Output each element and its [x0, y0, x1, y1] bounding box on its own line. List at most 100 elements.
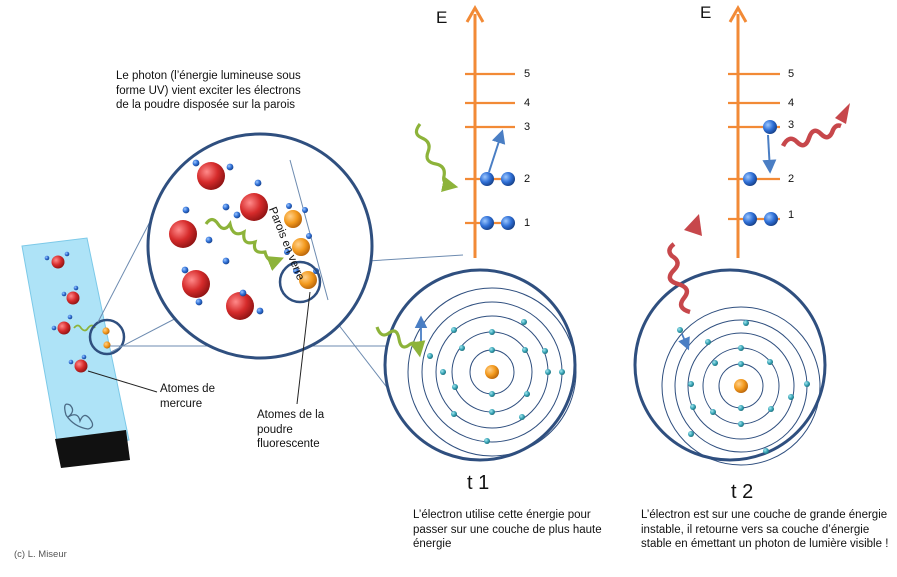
shell-electron	[710, 409, 716, 415]
mercury-atom	[240, 193, 268, 221]
electron	[764, 212, 778, 226]
shell-electron	[688, 381, 694, 387]
time-label-t2: t 2	[731, 481, 754, 503]
uv-photon	[375, 326, 426, 358]
shell-electron	[524, 391, 530, 397]
zoom-circle-mercury	[146, 132, 374, 360]
shell-electron	[788, 394, 794, 400]
electron	[302, 207, 308, 213]
electron	[181, 266, 189, 274]
phosphor-atom	[299, 271, 317, 289]
shell-electron	[688, 431, 694, 437]
electron	[51, 325, 57, 331]
phosphor-atom	[102, 327, 110, 335]
level-1-label-t1: 1	[524, 217, 531, 229]
shell-electron	[705, 339, 711, 345]
nucleus	[734, 379, 748, 393]
glass-wall-line	[289, 159, 329, 301]
electron	[239, 289, 247, 297]
shell-electron	[677, 327, 683, 333]
level-1-label-t2: 1	[788, 209, 795, 221]
energy-diagram-t1	[414, 4, 515, 258]
shell-electron	[763, 448, 769, 454]
mercury-atom	[182, 270, 210, 298]
level-3-label-t1: 3	[524, 121, 531, 133]
mercury-atom	[74, 359, 88, 373]
electron	[222, 203, 230, 211]
level-5-label-t1: 5	[524, 68, 531, 80]
shell-electron	[521, 319, 527, 325]
relaxation-arrow	[762, 134, 777, 174]
t2-caption: L’électron est sur une couche de grande …	[641, 509, 889, 550]
shell-electron	[459, 345, 465, 351]
electron	[256, 307, 264, 315]
t1-caption: L’électron utilise cette énergie pour pa…	[413, 509, 602, 550]
shell-electron	[489, 391, 495, 397]
nucleus	[485, 365, 499, 379]
electron	[61, 291, 67, 297]
atom-t2	[633, 214, 827, 466]
time-label-t1: t 1	[467, 472, 490, 494]
zoom-circle-phosphor	[278, 260, 322, 304]
shell-electron	[768, 406, 774, 412]
level-4-label-t1: 4	[524, 97, 531, 109]
label-pointer	[296, 291, 311, 405]
electron	[205, 236, 213, 244]
electron	[501, 172, 515, 186]
label-pointer	[87, 370, 158, 393]
mercury-atom	[197, 162, 225, 190]
shell-electron	[519, 414, 525, 420]
electron	[763, 120, 777, 134]
electron	[68, 359, 74, 365]
level-2-label-t2: 2	[788, 173, 795, 185]
shell-electron	[451, 411, 457, 417]
shell-electron	[738, 361, 744, 367]
phosphor-atom	[284, 210, 302, 228]
mercury-atoms-label: Atomes de mercure	[160, 383, 215, 410]
level-5-label-t2: 5	[788, 68, 795, 80]
shell-electron	[738, 405, 744, 411]
electron	[64, 251, 70, 257]
energy-diagram-t2	[728, 4, 850, 258]
shell-electron	[452, 384, 458, 390]
tube-glass	[21, 237, 130, 453]
shell-electron	[440, 369, 446, 375]
electron	[284, 249, 290, 255]
shell-electron	[767, 359, 773, 365]
energy-axis-label-t1: E	[436, 8, 448, 27]
excitation-arrow	[488, 129, 506, 173]
fluorescent-tube	[21, 237, 130, 468]
electron	[67, 314, 73, 320]
electron	[81, 354, 87, 360]
electron	[222, 257, 230, 265]
electron	[743, 212, 757, 226]
mercury-atom	[226, 292, 254, 320]
visible-photon-head	[684, 214, 702, 236]
shell-electron	[484, 438, 490, 444]
electron	[195, 298, 203, 306]
phosphor-atom	[103, 341, 111, 349]
uv-photon	[204, 217, 284, 271]
zoom-circle-small	[88, 318, 126, 356]
level-2-label-t1: 2	[524, 173, 531, 185]
electron	[182, 206, 190, 214]
electron	[306, 233, 312, 239]
mercury-atom	[66, 291, 80, 305]
electron	[254, 179, 262, 187]
mercury-atom	[51, 255, 65, 269]
shell-electron	[451, 327, 457, 333]
level-3-label-t2: 3	[788, 119, 795, 131]
electron	[480, 172, 494, 186]
shell-electron	[489, 329, 495, 335]
visible-photon	[780, 123, 842, 148]
photon-caption: Le photon (l’énergie lumineuse sous form…	[116, 70, 301, 111]
shell-electron	[738, 345, 744, 351]
electron	[226, 163, 234, 171]
phosphor-atoms-label: Atomes de la poudre fluorescente	[257, 409, 325, 450]
atom-t1	[375, 268, 577, 462]
electron	[233, 211, 241, 219]
uv-photon	[414, 123, 459, 192]
electron	[286, 203, 292, 209]
shell-electron	[545, 369, 551, 375]
relaxation-arrow	[678, 333, 690, 351]
